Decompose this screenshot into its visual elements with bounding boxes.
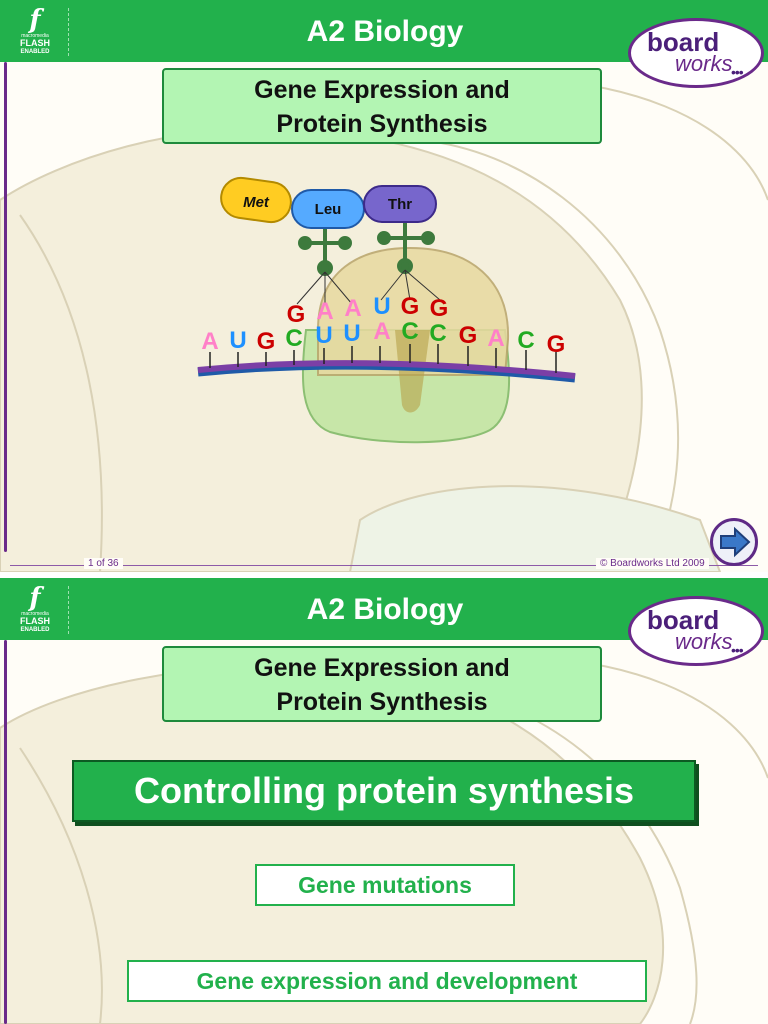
trna-leu-legs — [296, 271, 353, 305]
mrna-base: C — [429, 320, 446, 347]
mrna-base: C — [401, 318, 418, 345]
header-divider — [68, 586, 69, 634]
anticodon-bases: G A A U G G — [287, 293, 449, 328]
anticodon-base: G — [287, 301, 306, 328]
presentation-title-line-1: Gene Expression and — [254, 76, 510, 104]
svg-text:Thr: Thr — [388, 196, 412, 213]
menu-item-gene-expression-development[interactable]: Gene expression and development — [127, 960, 647, 1002]
flash-badge-enabled: ENABLED — [20, 49, 50, 55]
mrna-base: G — [257, 328, 276, 355]
logo-works-text: works — [675, 51, 733, 76]
trna-thr — [377, 218, 435, 274]
logo-board-text: board — [647, 27, 720, 57]
footer-divider — [10, 565, 758, 566]
course-title: A2 Biology — [306, 593, 464, 626]
anticodon-base: G — [401, 293, 420, 320]
ribosome-site — [395, 330, 430, 413]
flash-enabled-badge: f macromedia FLASH ENABLED — [10, 583, 60, 634]
svg-text:Leu: Leu — [315, 201, 342, 218]
slide-left-edge — [4, 62, 7, 552]
mrna-bases: A U G C U U A C C G A C G — [201, 318, 565, 358]
anticodon-base: U — [373, 293, 390, 320]
ribosome-large-subunit — [317, 246, 510, 376]
trna-thr-legs — [380, 269, 441, 301]
next-slide-button[interactable] — [710, 518, 758, 566]
mrna-base: U — [315, 322, 332, 349]
logo-dots: ••• — [731, 64, 744, 80]
mrna-base: G — [459, 322, 478, 349]
presentation-title-box: Gene Expression and Protein Synthesis — [162, 646, 602, 722]
mrna-base: A — [487, 325, 504, 352]
copyright-notice: © Boardworks Ltd 2009 — [596, 558, 709, 569]
amino-acid-leu: Leu — [291, 189, 365, 229]
page-number: 1 of 36 — [84, 558, 123, 569]
slide-1: f macromedia FLASH ENABLED A2 Biology bo… — [0, 0, 768, 572]
mrna-base: U — [343, 320, 360, 347]
presentation-title-line-2: Protein Synthesis — [276, 110, 488, 138]
trna-leu — [298, 220, 352, 276]
logo-works-text: works — [675, 629, 733, 654]
mrna-base: U — [229, 327, 246, 354]
presentation-title-line-1: Gene Expression and — [254, 654, 510, 682]
translation-diagram: A U G C U U A C C G A C G G A A U G G Me… — [197, 176, 576, 444]
boardworks-logo: board works ••• — [628, 596, 764, 666]
amino-acid-met: Met — [220, 176, 292, 224]
flash-logo-icon: f — [29, 583, 41, 613]
slide-left-edge — [4, 640, 7, 1024]
mrna-base: A — [201, 328, 218, 355]
mrna-strand — [197, 360, 576, 379]
mrna-base: A — [373, 318, 390, 345]
flash-logo-icon: f — [29, 5, 41, 35]
flash-badge-word: FLASH — [20, 38, 50, 48]
flash-badge-enabled: ENABLED — [20, 627, 50, 633]
presentation-title-box: Gene Expression and Protein Synthesis — [162, 68, 602, 144]
logo-board-text: board — [647, 605, 720, 635]
header-divider — [68, 8, 69, 56]
section-title: Controlling protein synthesis — [72, 760, 696, 822]
logo-dots: ••• — [731, 642, 744, 658]
svg-text:Met: Met — [243, 194, 270, 211]
flash-badge-maker: macromedia — [21, 33, 49, 39]
mrna-base: G — [547, 331, 566, 358]
menu-item-gene-mutations[interactable]: Gene mutations — [255, 864, 515, 906]
presentation-title-line-2: Protein Synthesis — [276, 688, 488, 716]
anticodon-base: A — [344, 295, 361, 322]
mrna-base: C — [285, 325, 302, 352]
flash-badge-maker: macromedia — [21, 611, 49, 617]
flash-badge-word: FLASH — [20, 616, 50, 626]
mrna-base: C — [517, 327, 534, 354]
arrow-right-icon — [720, 526, 751, 558]
mrna-ticks — [209, 344, 557, 373]
course-title: A2 Biology — [306, 15, 464, 48]
slide-2: f macromedia FLASH ENABLED A2 Biology bo… — [0, 578, 768, 1024]
boardworks-logo: board works ••• — [628, 18, 764, 88]
amino-acid-thr: Thr — [363, 185, 437, 223]
anticodon-base: A — [316, 298, 333, 325]
anticodon-base: G — [430, 295, 449, 322]
flash-enabled-badge: f macromedia FLASH ENABLED — [10, 5, 60, 56]
